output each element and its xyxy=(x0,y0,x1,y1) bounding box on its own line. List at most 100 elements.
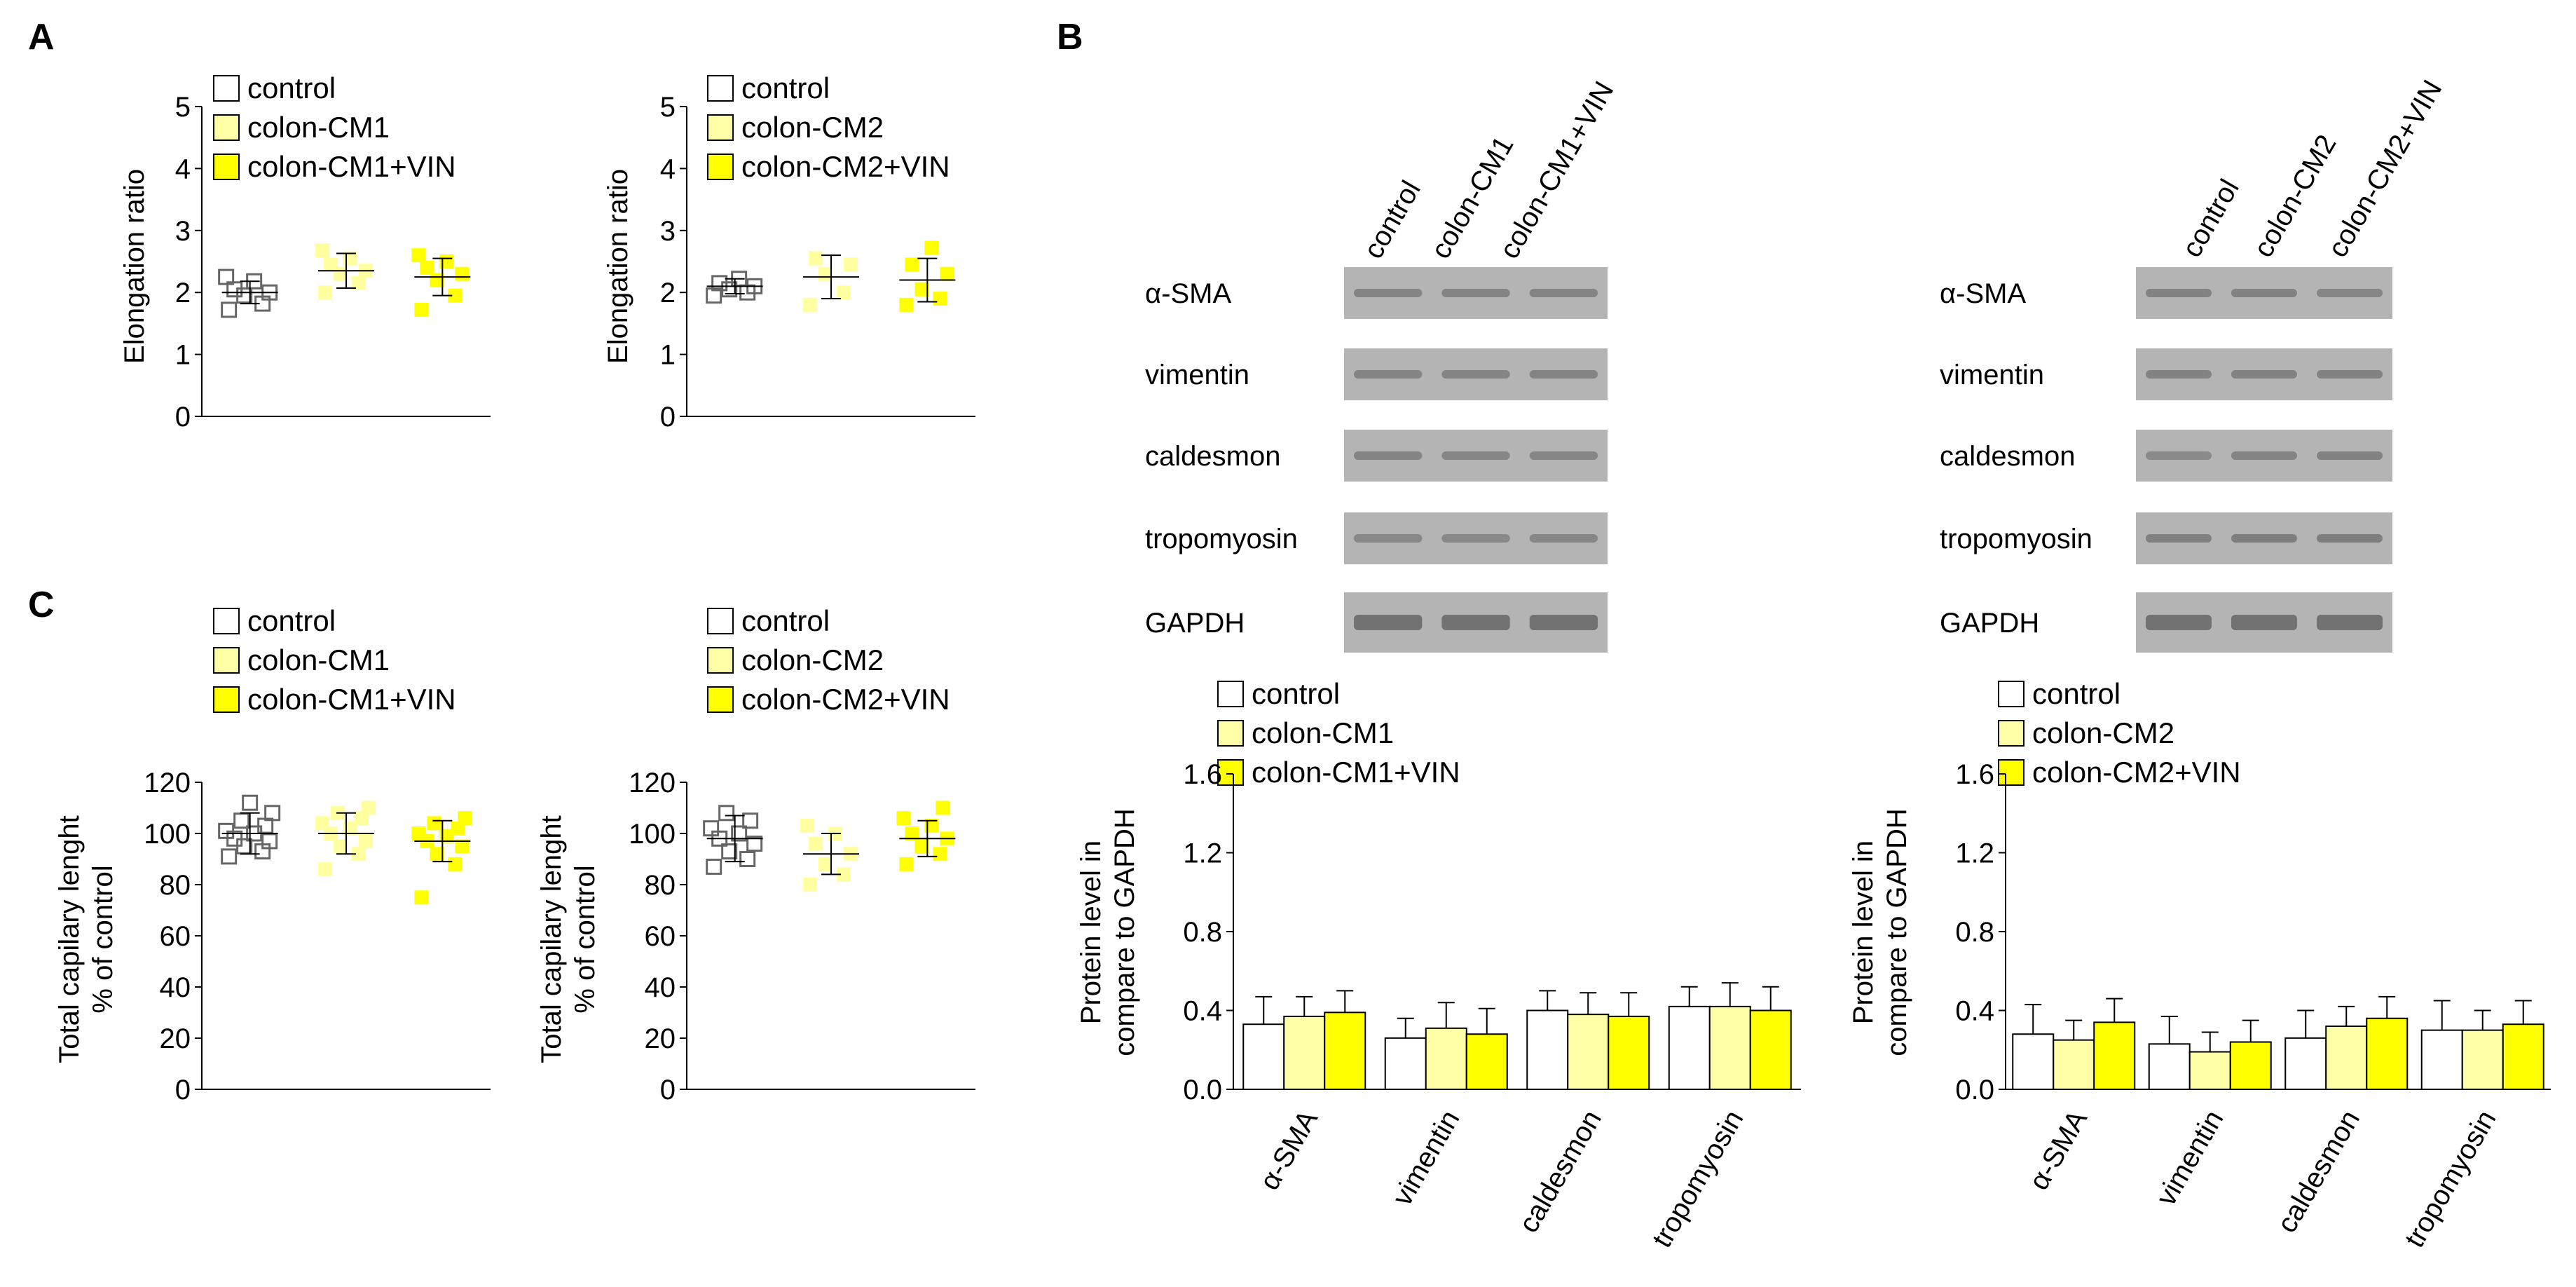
y-axis-label-line2: % of control xyxy=(88,865,118,1013)
scatter-chart-a1: controlcolon-CM1colon-CM1+VIN012345Elong… xyxy=(119,72,491,433)
blot-band xyxy=(2317,451,2383,460)
blot-band xyxy=(2146,534,2212,543)
x-category-label: vimentin xyxy=(1387,1105,1466,1211)
bar xyxy=(2366,1017,2409,1090)
blot-row-label: GAPDH xyxy=(1940,608,2039,639)
data-point xyxy=(318,285,332,300)
blot-row-label: α-SMA xyxy=(1940,278,2026,309)
legend-label: colon-CM1+VIN xyxy=(1252,756,1460,789)
y-axis-label: Protein level in xyxy=(1076,840,1107,1024)
blot-band xyxy=(1354,534,1423,543)
blot-band xyxy=(1441,370,1510,379)
series-control xyxy=(706,271,763,304)
data-point xyxy=(226,281,243,298)
data-point xyxy=(318,862,332,877)
y-tick-label: 100 xyxy=(144,819,191,850)
bar xyxy=(1526,1009,1569,1090)
bar xyxy=(2148,1043,2191,1090)
legend-label: control xyxy=(741,72,830,104)
data-point xyxy=(352,275,366,290)
data-point xyxy=(324,257,338,272)
legend-label: colon-CM2+VIN xyxy=(741,683,950,716)
blot-band xyxy=(2231,451,2297,460)
legend-label: colon-CM1 xyxy=(1252,716,1394,749)
blot-band xyxy=(1529,615,1598,630)
data-point xyxy=(936,801,950,815)
data-point xyxy=(430,847,444,862)
y-axis-label: Elongation ratio xyxy=(119,169,150,364)
legend-label: colon-CM1 xyxy=(247,644,390,676)
bar xyxy=(2188,1051,2231,1090)
legend-swatch xyxy=(707,114,734,141)
y-axis-label: Total capilary lenght xyxy=(536,815,567,1063)
bar xyxy=(1425,1027,1467,1090)
legend-label: colon-CM1 xyxy=(247,111,390,144)
data-point xyxy=(933,292,947,306)
panel-letter-c: C xyxy=(28,585,55,625)
legend-label: colon-CM2 xyxy=(741,111,884,144)
data-point xyxy=(818,857,833,871)
blot-row-label: GAPDH xyxy=(1145,608,1245,639)
data-point xyxy=(420,260,434,275)
blot-band xyxy=(2146,370,2212,379)
y-tick-label: 2 xyxy=(660,278,676,308)
data-point xyxy=(837,285,851,300)
legend-swatch xyxy=(707,608,734,634)
blot-row-label: caldesmon xyxy=(1145,441,1280,472)
legend-label: colon-CM2 xyxy=(2032,716,2174,749)
data-point xyxy=(455,266,470,281)
data-point xyxy=(362,801,376,815)
bar xyxy=(2229,1041,2272,1090)
data-point xyxy=(711,275,728,292)
bar xyxy=(2093,1021,2136,1090)
data-point xyxy=(703,820,720,837)
blot-band xyxy=(2231,615,2297,630)
data-point xyxy=(742,812,759,829)
y-tick-label: 100 xyxy=(629,819,676,850)
bar-chart-b2: controlcolon-CM2colon-CM2+VIN0.00.40.81.… xyxy=(1848,677,2551,1253)
series-control xyxy=(703,805,763,875)
blot-band xyxy=(1354,615,1423,630)
data-point xyxy=(718,805,735,822)
series-control xyxy=(218,794,281,865)
data-point xyxy=(844,257,858,272)
western-blot-1: controlcolon-CM1colon-CM1+VINα-SMAviment… xyxy=(1145,76,1620,653)
blot-band xyxy=(2317,370,2383,379)
data-point xyxy=(315,243,329,258)
legend-label: colon-CM2+VIN xyxy=(2032,756,2241,789)
blot-band xyxy=(1441,534,1510,543)
data-point xyxy=(242,794,259,811)
blot-band xyxy=(2231,534,2297,543)
legend-label: control xyxy=(1252,677,1340,710)
blot-band xyxy=(2317,615,2383,630)
bar xyxy=(2502,1023,2544,1090)
blot-band xyxy=(1529,370,1598,379)
bar xyxy=(2325,1026,2368,1090)
x-category-label: tropomyosin xyxy=(1647,1105,1750,1253)
data-point xyxy=(411,826,426,840)
y-tick-label: 0 xyxy=(175,402,191,433)
blot-band xyxy=(1441,451,1510,460)
legend-swatch xyxy=(213,75,240,102)
data-point xyxy=(218,822,235,839)
bar xyxy=(1465,1033,1508,1090)
blot-row-label: α-SMA xyxy=(1145,278,1231,309)
y-axis-label-line2: compare to GAPDH xyxy=(1882,808,1912,1056)
data-point xyxy=(411,248,426,263)
data-point xyxy=(809,251,823,266)
data-point xyxy=(739,851,756,867)
series-colon-cm2-vin xyxy=(896,801,956,871)
data-point xyxy=(905,257,919,272)
legend-label: control xyxy=(247,604,336,637)
data-point xyxy=(905,826,919,840)
series-colon-cm2 xyxy=(803,251,859,312)
y-tick-label: 1.6 xyxy=(1955,759,1994,790)
data-point xyxy=(914,282,929,297)
blot-band xyxy=(1354,451,1423,460)
lane-label: control xyxy=(1358,176,1427,264)
y-tick-label: 0.8 xyxy=(1183,917,1222,948)
lane-label: colon-CM2+VIN xyxy=(2322,75,2448,262)
data-point xyxy=(914,839,929,854)
y-tick-label: 0 xyxy=(660,402,676,433)
